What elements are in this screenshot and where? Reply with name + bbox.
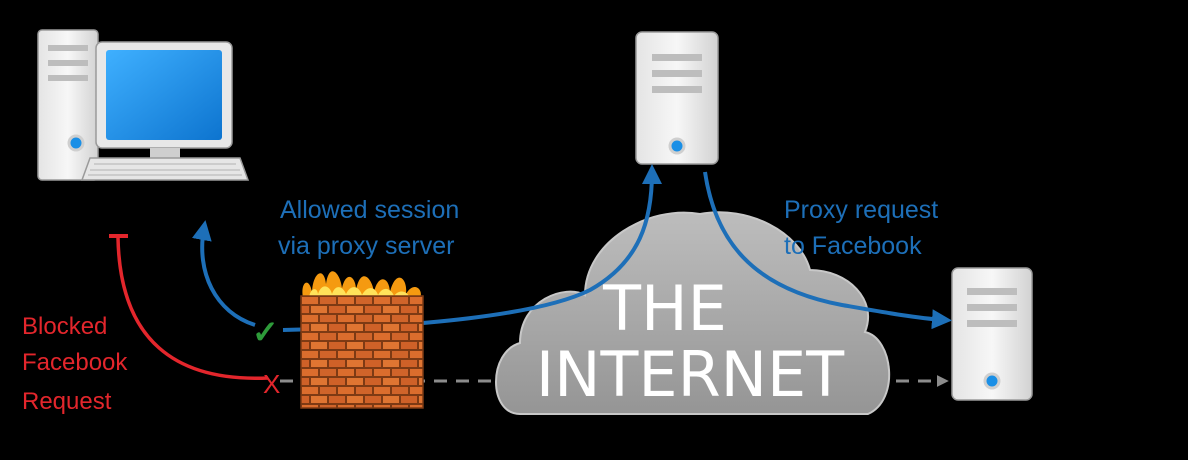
proxy-request-label-line1: Proxy request xyxy=(784,196,938,224)
allowed-session-label-line1: Allowed session xyxy=(280,196,459,224)
cloud-icon xyxy=(495,211,890,415)
facebook-server-icon xyxy=(951,267,1033,401)
proxy-request-arrow xyxy=(703,171,952,330)
proxy-server-icon xyxy=(635,31,719,165)
blocked-label-line3: Request xyxy=(22,388,112,415)
blocked-label-line1: Blocked xyxy=(22,313,107,340)
cloud-label-internet: INTERNET xyxy=(536,338,845,411)
blocked-label-line2: Facebook xyxy=(22,349,128,376)
return-to-computer-arrow xyxy=(192,220,256,327)
computer-icon xyxy=(37,29,250,181)
allowed-session-label-line2: via proxy server xyxy=(278,232,454,260)
firewall-icon xyxy=(300,271,424,409)
proxy-request-label-line2: to Facebook xyxy=(784,232,922,260)
blocked-request-arc xyxy=(116,237,269,380)
cloud-label-the: THE xyxy=(602,272,727,345)
blocked-x-mark: X xyxy=(263,369,280,399)
allowed-check-mark: ✓ xyxy=(252,314,279,350)
